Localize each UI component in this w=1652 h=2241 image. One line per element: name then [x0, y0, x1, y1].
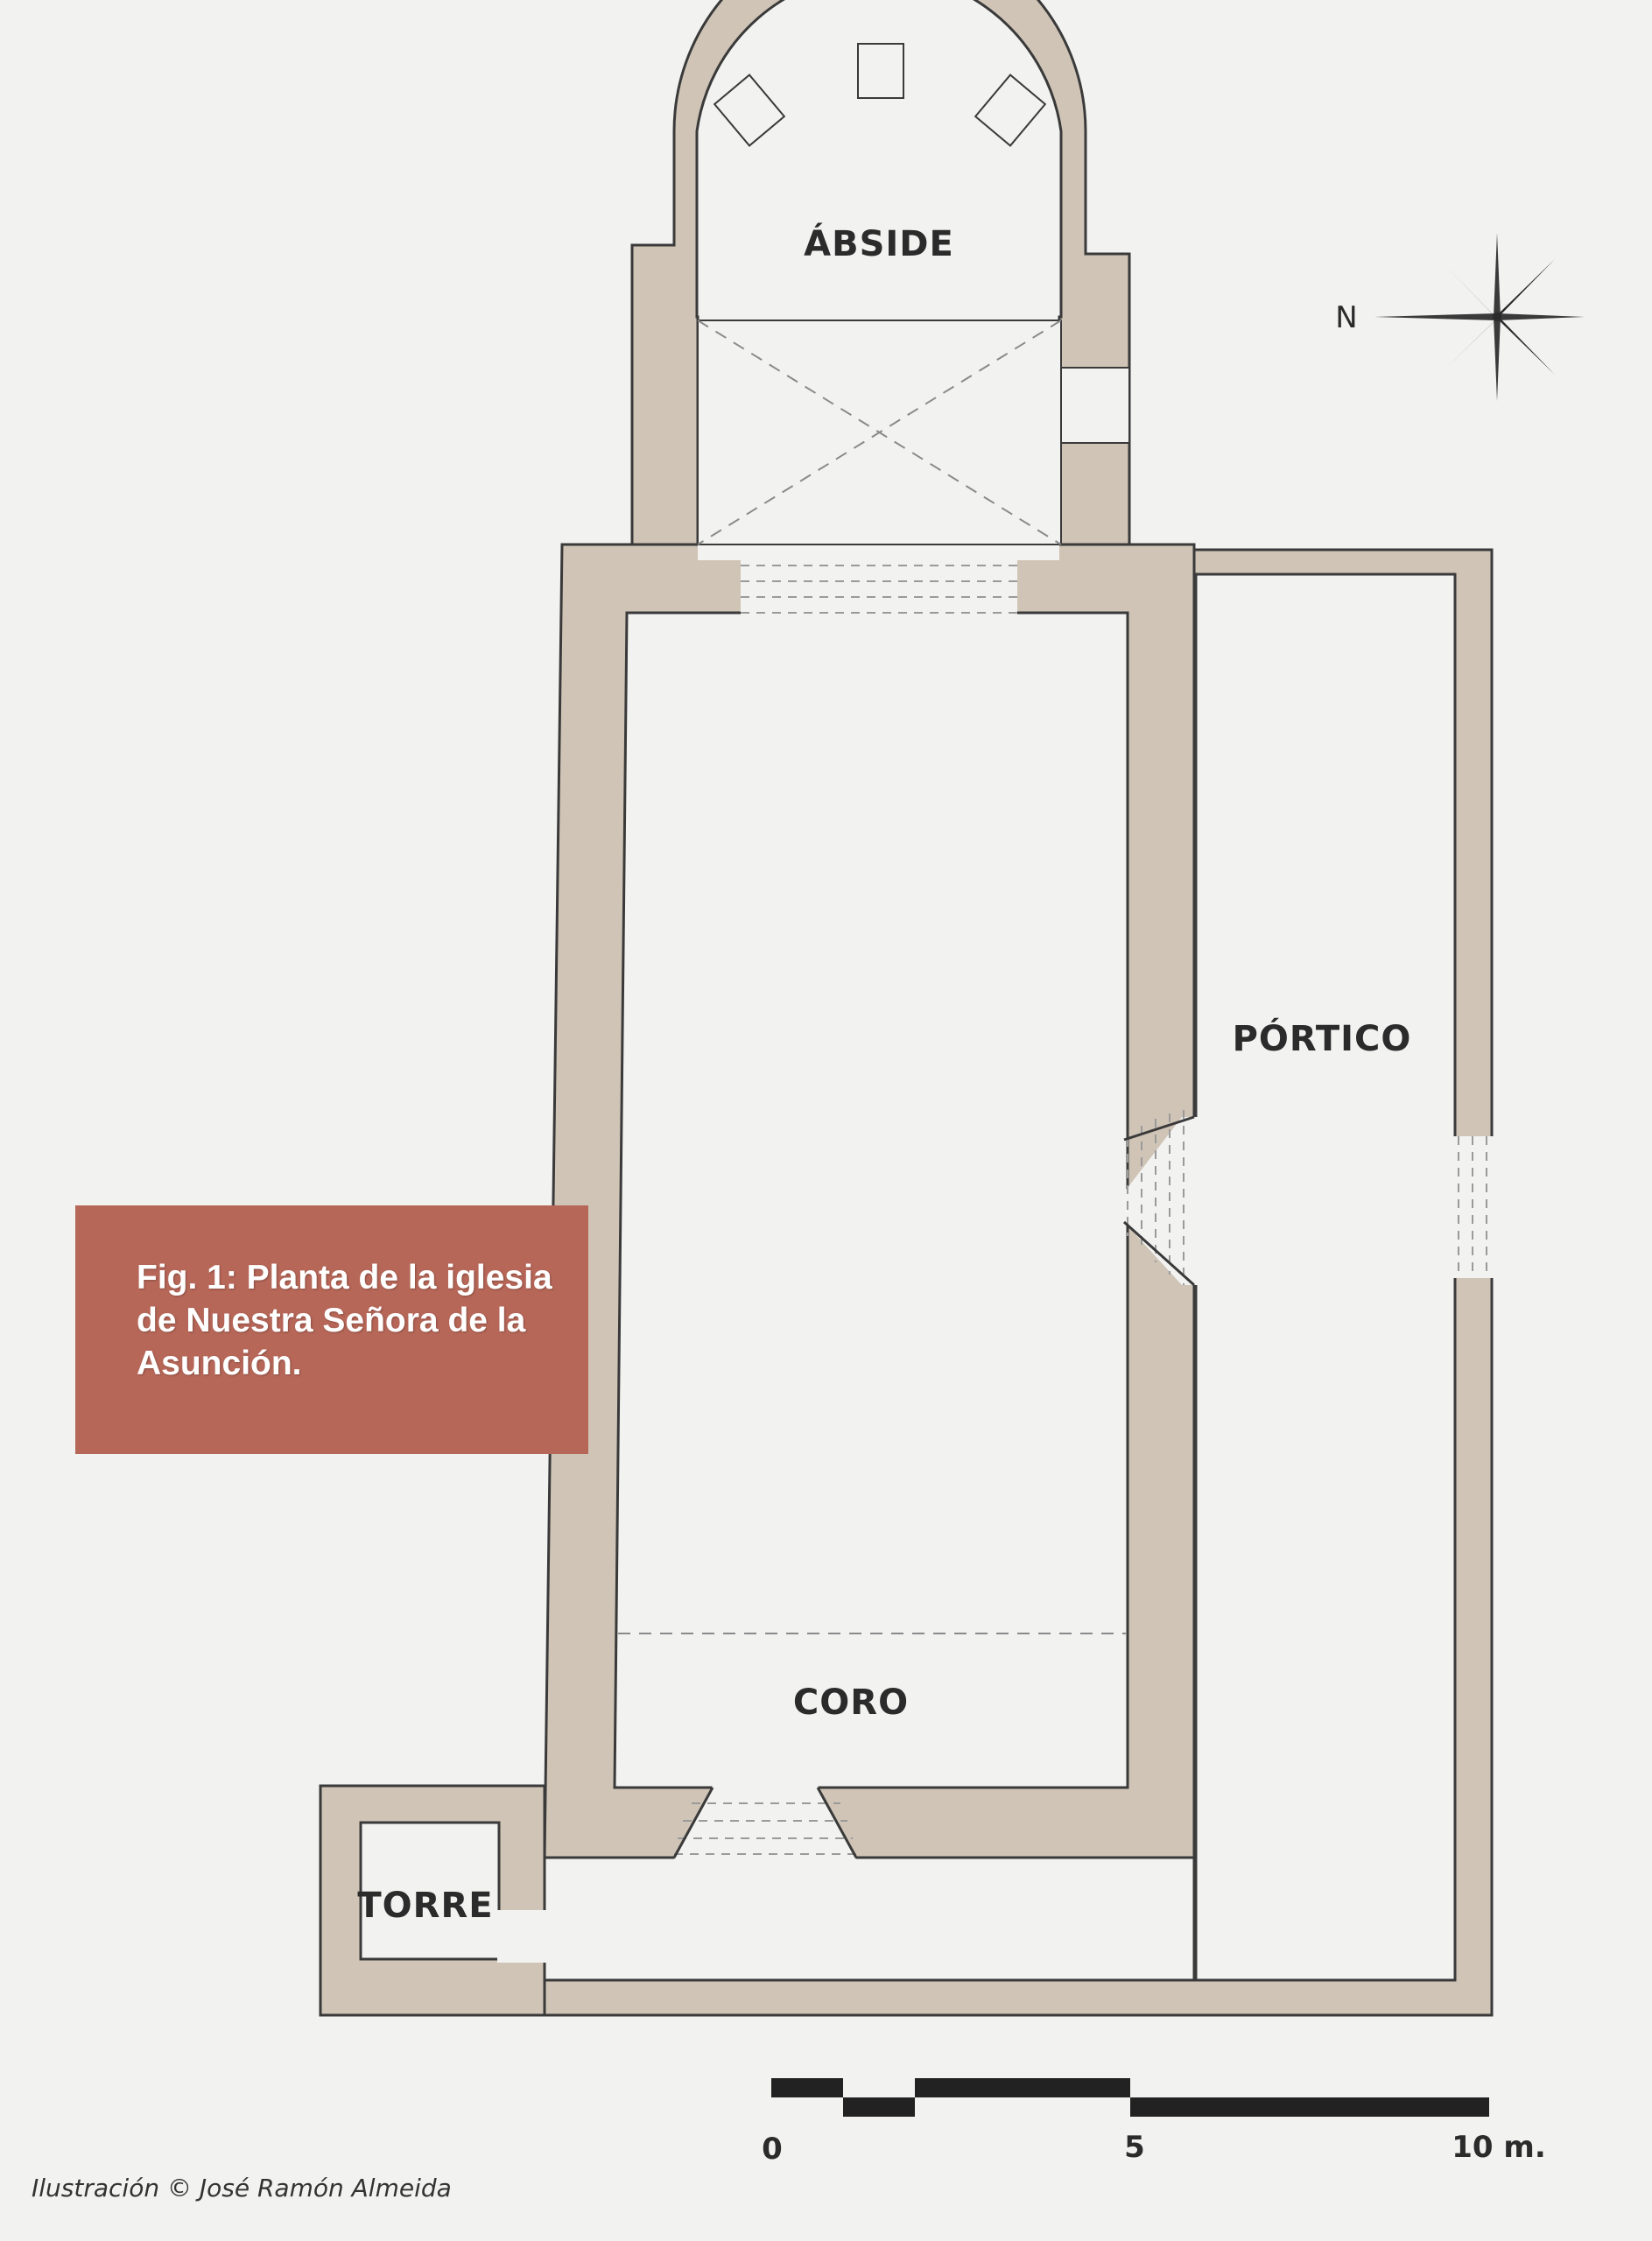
north-label: N: [1335, 300, 1357, 335]
tower-door: [497, 1910, 548, 1963]
apse-window-left: [713, 74, 786, 147]
compass-rose-icon: [1374, 233, 1585, 401]
scale-tick-5: 5: [1124, 2130, 1145, 2165]
label-torre: TORRE: [357, 1886, 493, 1926]
scale-bar: [771, 2078, 1489, 2117]
tower-wall: [319, 1784, 546, 2017]
label-coro: CORO: [793, 1683, 909, 1723]
figure-caption: Fig. 1: Planta de la iglesia de Nuestra …: [137, 1259, 552, 1382]
apse-side-window: [1060, 367, 1130, 444]
label-portico: PÓRTICO: [1233, 1017, 1412, 1059]
scale-tick-10: 10 m.: [1452, 2130, 1546, 2165]
apse-window-center: [857, 43, 904, 99]
apse-wall: [630, 0, 1131, 551]
scale-tick-0: 0: [762, 2132, 783, 2167]
label-abside: ÁBSIDE: [804, 222, 954, 264]
south-door: [1124, 1117, 1198, 1285]
apse-nave-opening: [698, 544, 1059, 616]
nave-wall: [543, 543, 1196, 1859]
illustration-credit: Ilustración © José Ramón Almeida: [32, 2174, 452, 2202]
apse-vault: [697, 320, 1062, 545]
caption-box: Fig. 1: Planta de la iglesia de Nuestra …: [75, 1205, 588, 1454]
apse-window-right: [974, 74, 1047, 147]
